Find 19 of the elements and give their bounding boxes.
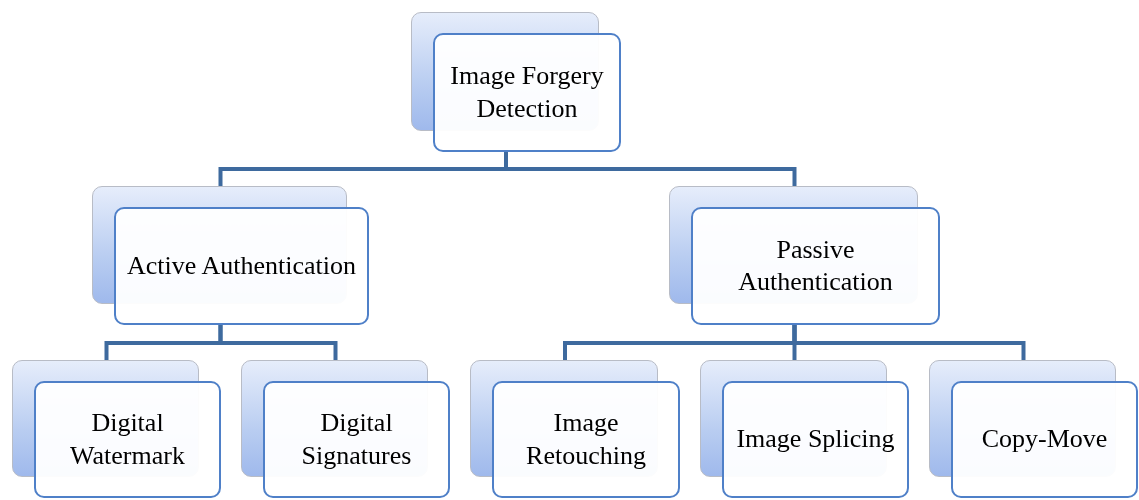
stacked-box — [411, 12, 621, 152]
stacked-box — [92, 186, 369, 325]
node-label: Digital Signatures — [300, 407, 413, 472]
node-label: Image Forgery Detection — [449, 60, 605, 125]
node-label: Passive Authentication — [737, 233, 894, 298]
node-label: Image Splicing — [736, 423, 895, 456]
stacked-box — [700, 360, 909, 498]
node-label: Digital Watermark — [69, 407, 186, 472]
connector-line — [218, 325, 338, 360]
node-label: Active Authentication — [127, 249, 356, 282]
stacked-box — [12, 360, 221, 498]
connector-line — [504, 152, 797, 186]
node-label: Copy-Move — [981, 423, 1108, 456]
stacked-box — [669, 186, 940, 325]
stacked-box — [929, 360, 1138, 498]
stacked-box — [470, 360, 680, 498]
node-label: Image Retouching — [525, 407, 647, 472]
connector-line — [792, 325, 1026, 360]
stacked-box — [241, 360, 450, 498]
